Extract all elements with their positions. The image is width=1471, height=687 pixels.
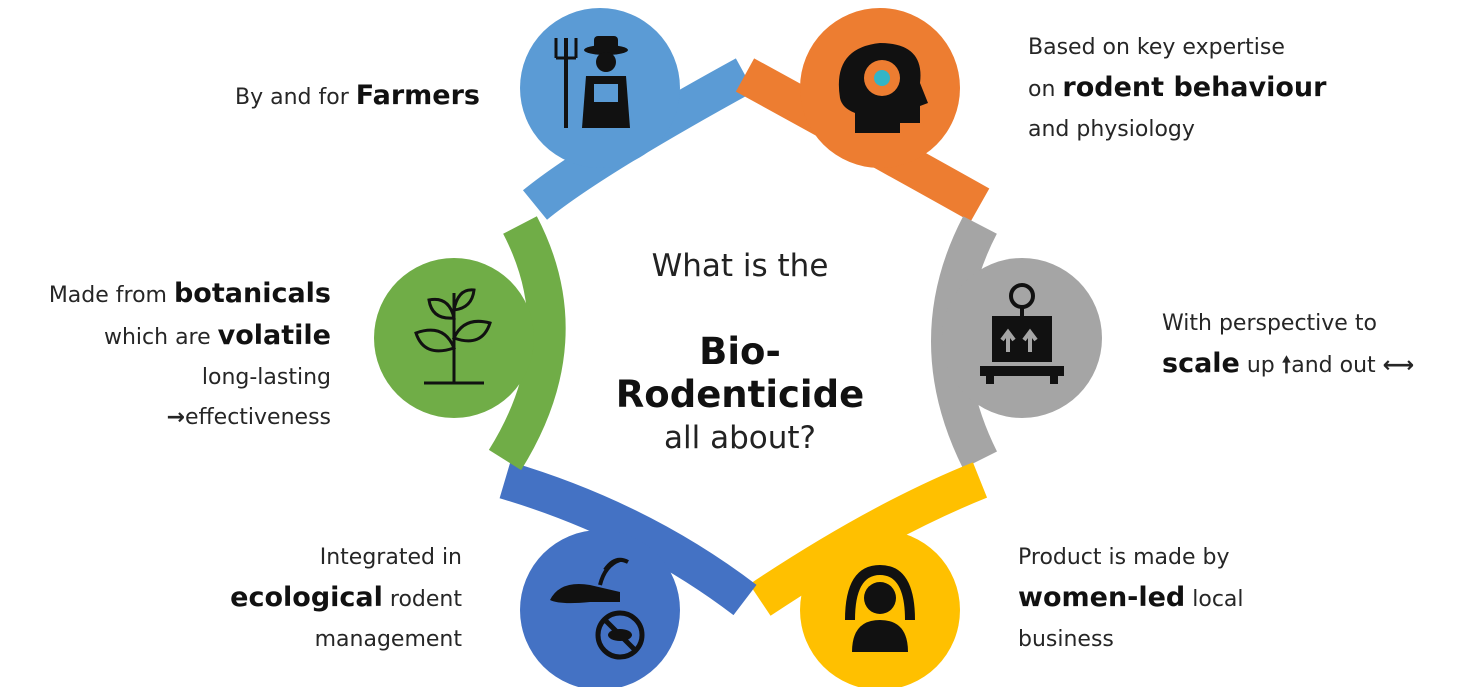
label-keyword: women-led — [1018, 582, 1186, 613]
arrow-glyph: 🠕 — [1281, 353, 1292, 378]
label-line: management — [160, 620, 462, 660]
label-text: Made from — [48, 283, 174, 308]
label-line: With perspective to — [1162, 304, 1414, 344]
label-line: which are volatile — [0, 316, 331, 358]
label-line: Integrated in — [160, 538, 462, 578]
label-text: Product is made by — [1018, 545, 1230, 570]
hand-plant-no-rat-icon — [550, 557, 645, 660]
label-line: women-led local — [1018, 578, 1244, 620]
arc-botanicals — [488, 216, 566, 471]
label-line: business — [1018, 620, 1244, 660]
label-text: With perspective to — [1162, 311, 1377, 336]
center-question-line-3: all about? — [664, 420, 816, 456]
label-expertise: Based on key expertise on rodent behaviou… — [1028, 28, 1326, 150]
label-text: which are — [103, 325, 218, 350]
arc-women — [749, 462, 988, 616]
label-line: Product is made by — [1018, 538, 1244, 578]
label-line: on rodent behaviour — [1028, 68, 1326, 110]
label-text: effectiveness — [184, 405, 331, 430]
label-line: By and for Farmers — [150, 76, 480, 118]
arc-ecological — [499, 461, 757, 616]
label-line: and physiology — [1028, 110, 1326, 150]
label-text: business — [1018, 627, 1114, 652]
arrow-glyph: ⟷ — [1382, 353, 1415, 378]
label-farmers: By and for Farmers — [150, 76, 480, 118]
plant-icon — [414, 288, 492, 385]
label-keyword: ecological — [230, 582, 383, 613]
label-text: rodent — [382, 587, 462, 612]
label-text: and physiology — [1028, 117, 1195, 142]
label-line: ecological rodent — [160, 578, 462, 620]
label-keyword: rodent behaviour — [1062, 72, 1327, 103]
label-women: Product is made by women-led local busines… — [1018, 538, 1244, 660]
center-question-title: Bio-Rodenticide — [615, 330, 865, 416]
label-line: Based on key expertise — [1028, 28, 1326, 68]
label-text: local — [1185, 587, 1244, 612]
brain-gear-icon — [838, 43, 928, 133]
woman-user-icon — [845, 565, 915, 652]
label-line: long-lasting — [0, 358, 331, 398]
label-scale: With perspective to scale up 🠕and out ⟷ — [1162, 304, 1414, 386]
label-text: and out — [1291, 353, 1383, 378]
label-keyword: botanicals — [173, 278, 331, 309]
arrow-glyph: → — [166, 405, 185, 430]
label-text: Integrated in — [319, 545, 462, 570]
label-text: Based on key expertise — [1028, 35, 1285, 60]
label-text: on — [1028, 77, 1063, 102]
label-keyword: Farmers — [355, 80, 480, 111]
label-keyword: volatile — [217, 320, 331, 351]
scale-box-icon — [980, 283, 1064, 384]
label-text: By and for — [235, 85, 356, 110]
circle-ecological — [520, 530, 680, 687]
label-text: long-lasting — [201, 365, 331, 390]
label-text: management — [314, 627, 462, 652]
label-line: scale up 🠕and out ⟷ — [1162, 344, 1414, 386]
label-ecological: Integrated in ecological rodent management — [160, 538, 462, 660]
label-line: →effectiveness — [0, 398, 331, 438]
farmer-icon — [554, 36, 630, 128]
label-text: up — [1239, 353, 1282, 378]
center-question-line-1: What is the — [651, 248, 829, 284]
label-line: Made from botanicals — [0, 274, 331, 316]
label-keyword: scale — [1162, 348, 1240, 379]
